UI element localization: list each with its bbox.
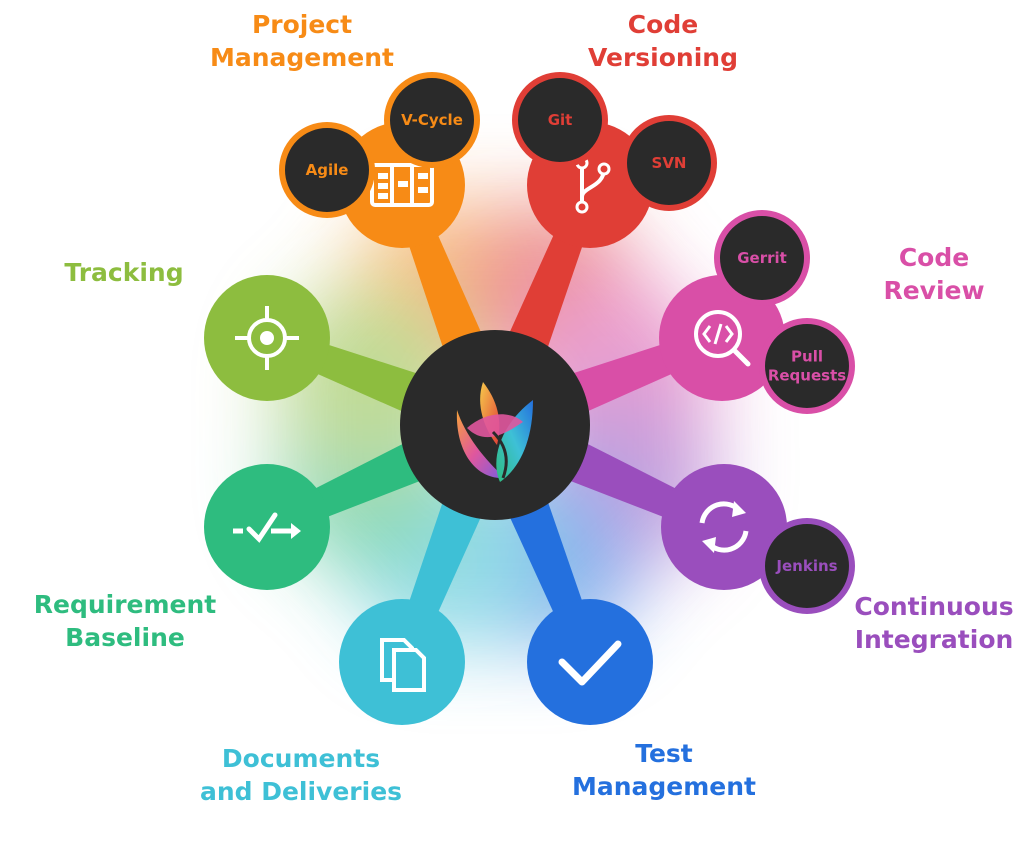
documents-label-line: and Deliveries — [199, 777, 403, 806]
tool-node-circle — [714, 210, 810, 306]
integration-label-line: Continuous — [854, 592, 1014, 621]
checkmark-icon — [558, 640, 622, 686]
review-label-line: Review — [883, 276, 985, 305]
tool-node-circle — [512, 72, 608, 168]
test-node-circle — [527, 599, 653, 725]
integration-node-circle — [661, 464, 787, 590]
requirement-node[interactable] — [204, 464, 330, 590]
tool-node[interactable]: SVN — [621, 115, 717, 211]
requirement-label-line: Requirement — [33, 590, 217, 619]
baseline-check-arrow-icon — [233, 512, 301, 543]
tool-node-label: Gerrit — [737, 249, 787, 267]
tool-node-circle — [384, 72, 480, 168]
tracking-label: Tracking — [64, 256, 183, 289]
versioning-label-line: Versioning — [588, 43, 738, 72]
requirement-label-line: Baseline — [65, 623, 185, 652]
review-node-circle — [659, 275, 785, 401]
tool-node[interactable]: Agile — [279, 122, 375, 218]
integration-node[interactable] — [661, 464, 787, 590]
center-hub — [400, 330, 590, 520]
code-search-icon — [694, 310, 751, 367]
test-label-line: Management — [571, 772, 757, 801]
tool-node[interactable]: Git — [512, 72, 608, 168]
tool-node-label: Agile — [306, 161, 349, 179]
test-node[interactable] — [527, 599, 653, 725]
project-label-line: Project — [251, 10, 353, 39]
tool-node-circle — [759, 518, 855, 614]
tool-node-label: Requests — [768, 367, 846, 385]
tool-node-circle — [621, 115, 717, 211]
documents-node[interactable] — [339, 599, 465, 725]
tool-node[interactable]: V-Cycle — [384, 72, 480, 168]
tool-node-label: V-Cycle — [401, 111, 463, 129]
tool-node[interactable]: Jenkins — [759, 518, 855, 614]
tracking-label-line: Tracking — [64, 258, 184, 287]
tool-node[interactable]: Gerrit — [714, 210, 810, 306]
documents-label: Documents and Deliveries — [200, 742, 402, 808]
tool-node-label: Pull — [791, 348, 823, 366]
tool-node-circle — [759, 318, 855, 414]
test-label-line: Test — [635, 739, 693, 768]
documents-icon — [380, 638, 426, 692]
project-label-line: Management — [209, 43, 395, 72]
tool-node-label: Jenkins — [775, 557, 837, 575]
documents-label-line: Documents — [221, 744, 381, 773]
tracking-node[interactable] — [204, 275, 330, 401]
tool-node-label: Git — [548, 111, 573, 129]
tool-node-circle — [279, 122, 375, 218]
sync-arrows-icon — [699, 501, 749, 553]
tool-node-label: SVN — [652, 154, 687, 172]
crosshair-target-icon — [235, 306, 299, 370]
review-node[interactable] — [659, 275, 785, 401]
versioning-label-line: Code — [627, 10, 699, 39]
review-label-line: Code — [898, 243, 970, 272]
integration-label-line: Integration — [854, 625, 1014, 654]
tulip-logo-icon — [456, 382, 533, 482]
